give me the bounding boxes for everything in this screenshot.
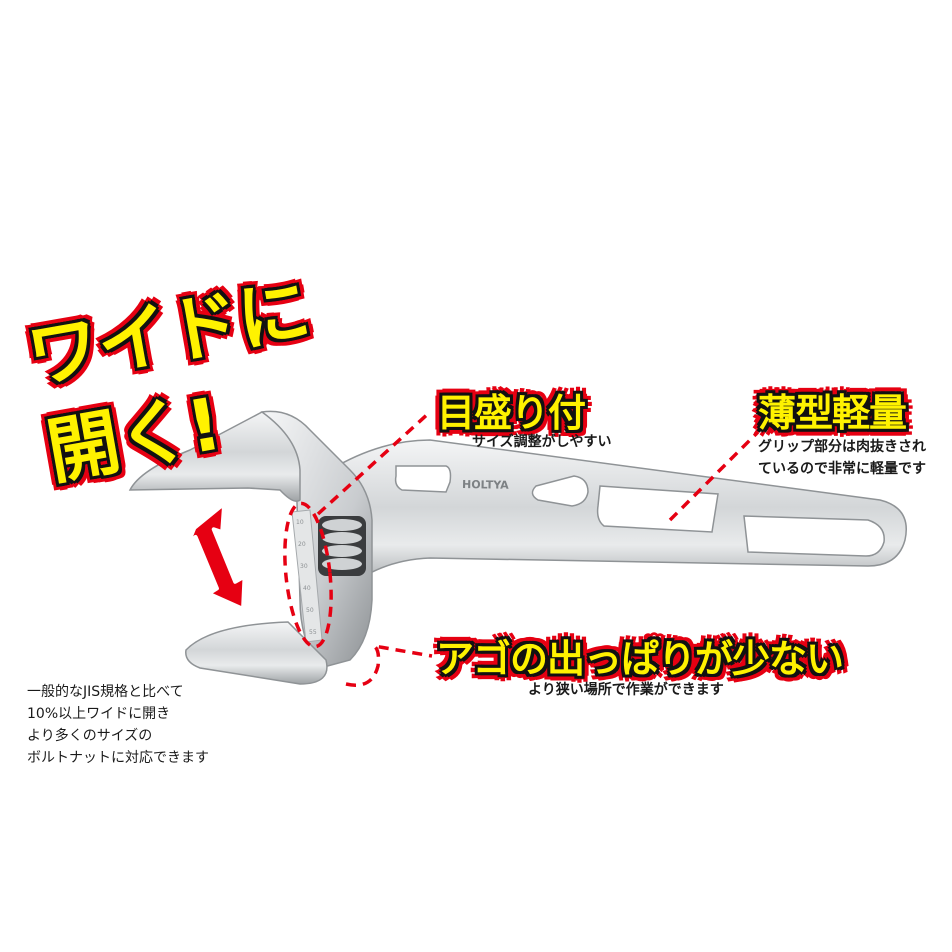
jaw-callout-line (345, 644, 433, 687)
svg-text:10: 10 (296, 519, 304, 526)
wrench-head: 10 20 30 40 50 55 (128, 410, 373, 685)
svg-text:50: 50 (306, 607, 314, 614)
wide-open-description-line: より多くのサイズの (27, 728, 153, 744)
scale-callout-line (316, 410, 432, 516)
svg-text:20: 20 (298, 541, 306, 548)
lightweight-callout-line (668, 430, 760, 522)
svg-text:30: 30 (300, 563, 308, 570)
opening-arrow-icon (186, 501, 247, 611)
scale-title: 目盛り付 (437, 391, 586, 435)
scale-highlight-ellipse (283, 501, 333, 649)
jaw-title: アゴの出っぱりが少ない (436, 637, 844, 681)
lightweight-description-line: グリップ部分は肉抜きされ (758, 439, 926, 455)
lightweight-description-line: ているので非常に軽量です (758, 461, 926, 477)
callout-lines (283, 410, 760, 687)
scale-marks: 10 20 30 40 50 55 (296, 519, 317, 636)
wide-open-description: 一般的なJIS規格と比べて 10%以上ワイドに開き より多くのサイズの ボルトナ… (27, 681, 209, 769)
wide-open-description-line: 一般的なJIS規格と比べて (27, 684, 184, 700)
svg-text:40: 40 (303, 585, 311, 592)
svg-text:55: 55 (309, 629, 317, 636)
jaw-description: より狭い場所で作業ができます (528, 682, 724, 698)
brand-mark: HOLTYA (462, 478, 509, 492)
lightweight-title: 薄型軽量 (758, 391, 907, 435)
scale-description: サイズ調整がしやすい (472, 434, 612, 450)
wide-open-description-line: ボルトナットに対応できます (27, 750, 209, 766)
worm-gear (318, 516, 366, 576)
wide-open-description-line: 10%以上ワイドに開き (27, 706, 171, 722)
wrench-handle: HOLTYA (329, 439, 907, 592)
lightweight-description: グリップ部分は肉抜きされ ているので非常に軽量です (758, 436, 926, 480)
